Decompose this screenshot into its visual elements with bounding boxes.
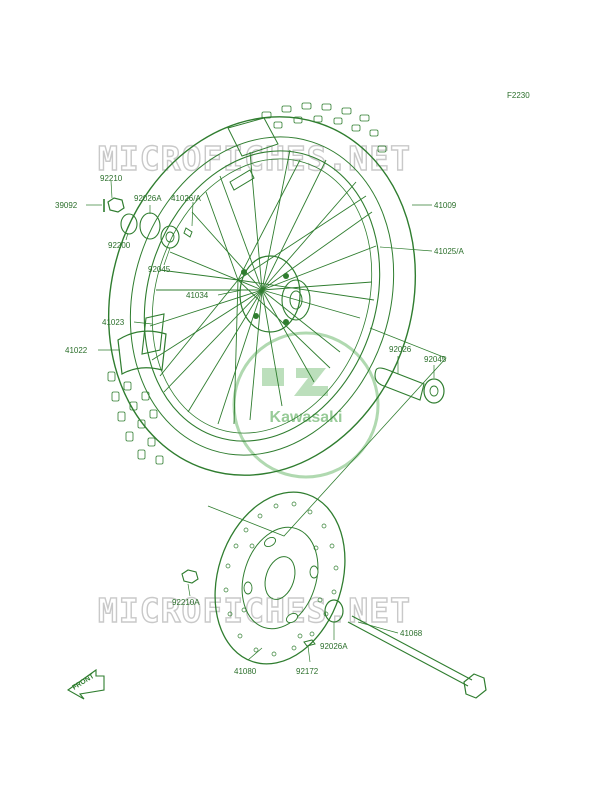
brake-disc-41080 bbox=[214, 491, 346, 665]
bearing-92045-left bbox=[160, 225, 180, 249]
part-label: 39092 bbox=[55, 201, 78, 210]
part-label: 92200 bbox=[108, 241, 131, 250]
part-label: 92045 bbox=[148, 265, 171, 274]
axle-shaft-41068 bbox=[347, 615, 473, 687]
bearing-92045-right bbox=[423, 378, 445, 404]
nut-92210 bbox=[107, 197, 125, 213]
part-label: 92026 bbox=[389, 345, 412, 354]
wheel-hub bbox=[239, 255, 311, 333]
part-label: 41068 bbox=[400, 629, 423, 638]
part-label: 41023 bbox=[102, 318, 125, 327]
part-label: 92026A bbox=[320, 642, 348, 651]
kawasaki-logo: Kawasaki bbox=[232, 331, 380, 479]
rim-outer bbox=[143, 150, 381, 442]
nut-92210A bbox=[181, 569, 199, 584]
perspective-guide bbox=[207, 327, 447, 537]
rim-band-part-41023 bbox=[141, 313, 165, 355]
part-label: 41026/A bbox=[171, 194, 201, 203]
part-label: 41009 bbox=[434, 201, 457, 210]
part-label: 41080 bbox=[234, 667, 257, 676]
tube-and-rim-band bbox=[117, 313, 167, 375]
leader-lines bbox=[86, 180, 435, 663]
front-direction-arrow: FRONT bbox=[66, 668, 105, 700]
spacer-41026A bbox=[183, 227, 193, 238]
tire-inner bbox=[129, 136, 395, 456]
part-label: 92210A bbox=[172, 598, 200, 607]
rim-lock-body bbox=[229, 169, 255, 191]
tire-outer bbox=[107, 116, 417, 476]
part-label: 41034 bbox=[186, 291, 209, 300]
bolt-92172 bbox=[303, 639, 316, 647]
axle-head-41068 bbox=[463, 673, 487, 699]
watermark-bottom: MICROFICHES.NET bbox=[98, 591, 411, 630]
rim-inner bbox=[151, 158, 373, 434]
part-label: 92026A bbox=[134, 194, 162, 203]
tube-part-41022 bbox=[117, 330, 167, 375]
washer-92200 bbox=[120, 213, 138, 235]
bearing-92045-left-bore bbox=[165, 231, 175, 243]
watermark-top: MICROFICHES.NET bbox=[98, 139, 411, 178]
wheel-assembly bbox=[107, 102, 417, 476]
part-label: 41022 bbox=[65, 346, 88, 355]
logo-ring bbox=[232, 331, 380, 479]
logo-k-mark bbox=[262, 368, 328, 396]
distance-collar-92026 bbox=[374, 367, 425, 401]
part-label: 92210 bbox=[100, 174, 123, 183]
spokes bbox=[149, 149, 377, 425]
rim-lock-tube bbox=[227, 117, 279, 157]
part-label: 92172 bbox=[296, 667, 319, 676]
part-label: 41025/A bbox=[434, 247, 464, 256]
tire-tread bbox=[107, 102, 387, 465]
figure-code: F2230 bbox=[507, 91, 530, 100]
collar-92026A-top bbox=[139, 212, 161, 240]
part-labels: 92210 39092 92026A 41026/A 41009 92200 9… bbox=[55, 174, 464, 676]
logo-text: Kawasaki bbox=[270, 409, 343, 426]
right-hub-parts bbox=[374, 367, 445, 404]
bearing-92045-right-bore bbox=[429, 385, 439, 397]
part-label: 92045 bbox=[424, 355, 447, 364]
